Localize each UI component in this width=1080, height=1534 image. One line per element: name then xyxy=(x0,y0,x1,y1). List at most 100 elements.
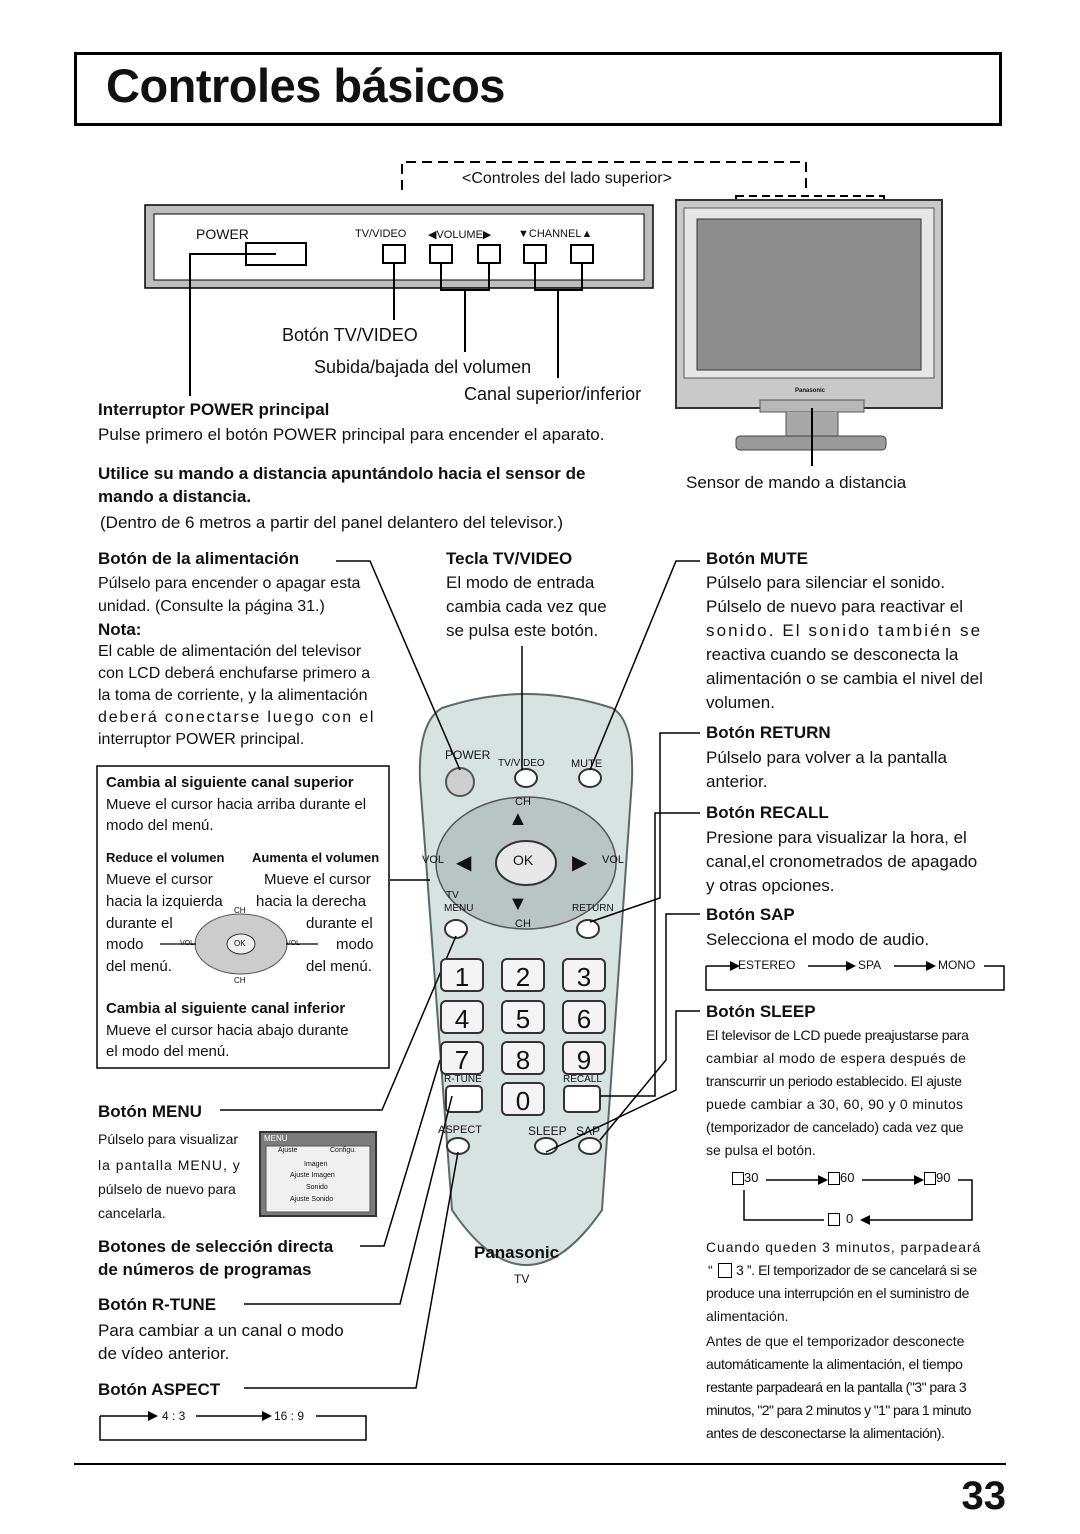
mute-line5: alimentación o se cambia el nivel del xyxy=(706,669,983,688)
tvvideo-key-line3: se pulsa este botón. xyxy=(446,621,599,640)
power-button-heading: Botón de la alimentación xyxy=(98,549,300,568)
remote-power-label: POWER xyxy=(445,748,491,762)
mini-pad-vol-right: VOL xyxy=(286,940,301,947)
menu-item-sonido: Sonido xyxy=(306,1184,328,1191)
note-line2: con LCD deberá enchufarse primero a xyxy=(98,665,371,682)
remote-key-0[interactable]: 0 xyxy=(501,1082,545,1116)
mini-pad-ok: OK xyxy=(234,939,246,948)
recall-line2: canal,el cronometrados de apagado xyxy=(706,852,978,871)
remote-brand: Panasonic xyxy=(474,1243,560,1262)
sleep-para-line7: restante parpadeará en la pantalla ("3" … xyxy=(706,1379,967,1395)
power-main-text: Pulse primero el botón POWER principal p… xyxy=(98,425,605,444)
remote-model: TV xyxy=(514,1272,530,1286)
remote-tv-label: TV xyxy=(446,890,459,901)
remote-key-6[interactable]: 6 xyxy=(562,1000,606,1034)
remote-key-7[interactable]: 7 xyxy=(440,1041,484,1075)
menu-heading: Botón MENU xyxy=(98,1102,202,1121)
vol-up-line1: Mueve el cursor xyxy=(264,871,371,888)
vol-down-line2: hacia la izquierda xyxy=(106,893,223,910)
remote-ch-down-label: CH xyxy=(515,918,531,930)
remote-ch-down-arrow[interactable]: ▼ xyxy=(508,893,528,915)
vol-down-line5: del menú. xyxy=(106,958,172,975)
panel-tv-video-label: TV/VIDEO xyxy=(355,228,407,240)
sleep-value-30: 30 xyxy=(744,1170,759,1185)
mini-pad-vol-left: VOL xyxy=(180,940,195,947)
tv-video-button-label: Botón TV/VIDEO xyxy=(282,325,418,345)
remote-recall-label: RECALL xyxy=(563,1074,602,1085)
sleep-value-60: 60 xyxy=(840,1170,855,1185)
remote-vol-right-arrow[interactable]: ▶ xyxy=(572,852,588,874)
sleep-icon-90 xyxy=(924,1172,936,1185)
return-line1: Púlselo para volver a la pantalla xyxy=(706,748,947,767)
menu-line2: la pantalla MENU, y xyxy=(98,1157,241,1173)
sensor-label: Sensor de mando a distancia xyxy=(686,473,907,492)
note-heading: Nota: xyxy=(98,620,142,639)
sleep-heading: Botón SLEEP xyxy=(706,1002,816,1021)
remote-tvvideo-label: TV/VIDEO xyxy=(498,758,545,769)
sleep-line4: puede cambiar a 30, 60, 90 y 0 minutos xyxy=(706,1096,964,1112)
menu-tab-config: Configu. xyxy=(330,1147,357,1154)
remote-key-2[interactable]: 2 xyxy=(501,958,545,992)
power-button-line2: unidad. (Consulte la página 31.) xyxy=(98,598,325,615)
tvvideo-key-line1: El modo de entrada xyxy=(446,573,595,592)
mute-heading: Botón MUTE xyxy=(706,549,808,568)
remote-key-5[interactable]: 5 xyxy=(501,1000,545,1034)
remote-ok-button[interactable]: OK xyxy=(513,852,534,868)
remote-key-8[interactable]: 8 xyxy=(501,1041,545,1075)
aspect-option-16-9: 16 : 9 xyxy=(274,1409,305,1423)
vol-up-line4: modo xyxy=(336,936,374,953)
mute-line3: sonido. El sonido también se xyxy=(706,621,983,640)
remote-key-1[interactable]: 1 xyxy=(440,958,484,992)
direct-heading-2: de números de programas xyxy=(98,1260,312,1279)
panel-volume-label: ◀VOLUME▶ xyxy=(428,229,492,241)
vol-up-heading: Aumenta el volumen xyxy=(252,850,380,865)
rtune-line2: de vídeo anterior. xyxy=(98,1344,230,1363)
vol-up-line2: hacia la derecha xyxy=(256,893,367,910)
sleep-line1: El televisor de LCD puede preajustarse p… xyxy=(706,1027,969,1043)
sleep-para-line9: antes de desconectarse la alimentación). xyxy=(706,1425,945,1441)
title-box xyxy=(74,52,1002,126)
remote-vol-right-label: VOL xyxy=(602,854,625,866)
menu-line3: púlselo de nuevo para xyxy=(98,1181,236,1197)
sleep-line2: cambiar al modo de espera después de xyxy=(706,1050,967,1066)
ch-up-line2: modo del menú. xyxy=(106,817,214,834)
remote-use-text: (Dentro de 6 metros a partir del panel d… xyxy=(100,513,564,532)
sleep-line3: transcurrir un periodo establecido. El a… xyxy=(706,1073,962,1089)
note-line1: El cable de alimentación del televisor xyxy=(98,643,362,660)
mute-line2: Púlselo de nuevo para reactivar el xyxy=(706,597,964,616)
vol-down-heading: Reduce el volumen xyxy=(106,850,225,865)
remote-key-4[interactable]: 4 xyxy=(440,1000,484,1034)
sap-heading: Botón SAP xyxy=(706,905,795,924)
rtune-heading: Botón R-TUNE xyxy=(98,1295,217,1314)
power-button-line1: Púlselo para encender o apagar esta xyxy=(98,575,361,592)
sap-line1: Selecciona el modo de audio. xyxy=(706,930,930,949)
vol-down-line4: modo xyxy=(106,936,144,953)
remote-ch-up-label: CH xyxy=(515,796,531,808)
remote-rtune-label: R-TUNE xyxy=(444,1074,482,1085)
note-line4: deberá conectarse luego con el xyxy=(98,709,376,726)
channel-buttons-label: Canal superior/inferior xyxy=(464,384,642,404)
vol-up-line3: durante el xyxy=(306,915,373,932)
sleep-line6: se pulsa el botón. xyxy=(706,1142,816,1158)
sleep-para-line6: automáticamente la alimentación, el tiem… xyxy=(706,1356,963,1372)
remote-key-3[interactable]: 3 xyxy=(562,958,606,992)
sleep-para-line8: minutos, "2" para 2 minutos y "1" para 1… xyxy=(706,1402,971,1418)
sleep-para-line4: alimentación. xyxy=(706,1308,789,1324)
remote-mute-label: MUTE xyxy=(571,758,603,770)
remote-aspect-label: ASPECT xyxy=(438,1124,483,1136)
vol-down-line1: Mueve el cursor xyxy=(106,871,213,888)
remote-sap-label: SAP xyxy=(576,1124,601,1138)
panel-channel-label: ▼CHANNEL▲ xyxy=(518,228,593,240)
sleep-para-line5: Antes de que el temporizador desconecte xyxy=(706,1333,965,1349)
sap-option-spa: SPA xyxy=(858,958,882,972)
volume-buttons-label: Subida/bajada del volumen xyxy=(314,357,532,377)
remote-key-9[interactable]: 9 xyxy=(562,1041,606,1075)
remote-ch-up-arrow[interactable]: ▲ xyxy=(508,808,528,830)
remote-power-button[interactable] xyxy=(454,768,466,780)
remote-vol-left-arrow[interactable]: ◀ xyxy=(456,852,472,874)
menu-item-ajuste-sonido: Ajuste Sonido xyxy=(290,1196,334,1203)
ch-down-heading: Cambia al siguiente canal inferior xyxy=(106,1000,346,1017)
rtune-line1: Para cambiar a un canal o modo xyxy=(98,1321,344,1340)
remote-menu-label: MENU xyxy=(444,903,474,914)
return-line2: anterior. xyxy=(706,772,768,791)
